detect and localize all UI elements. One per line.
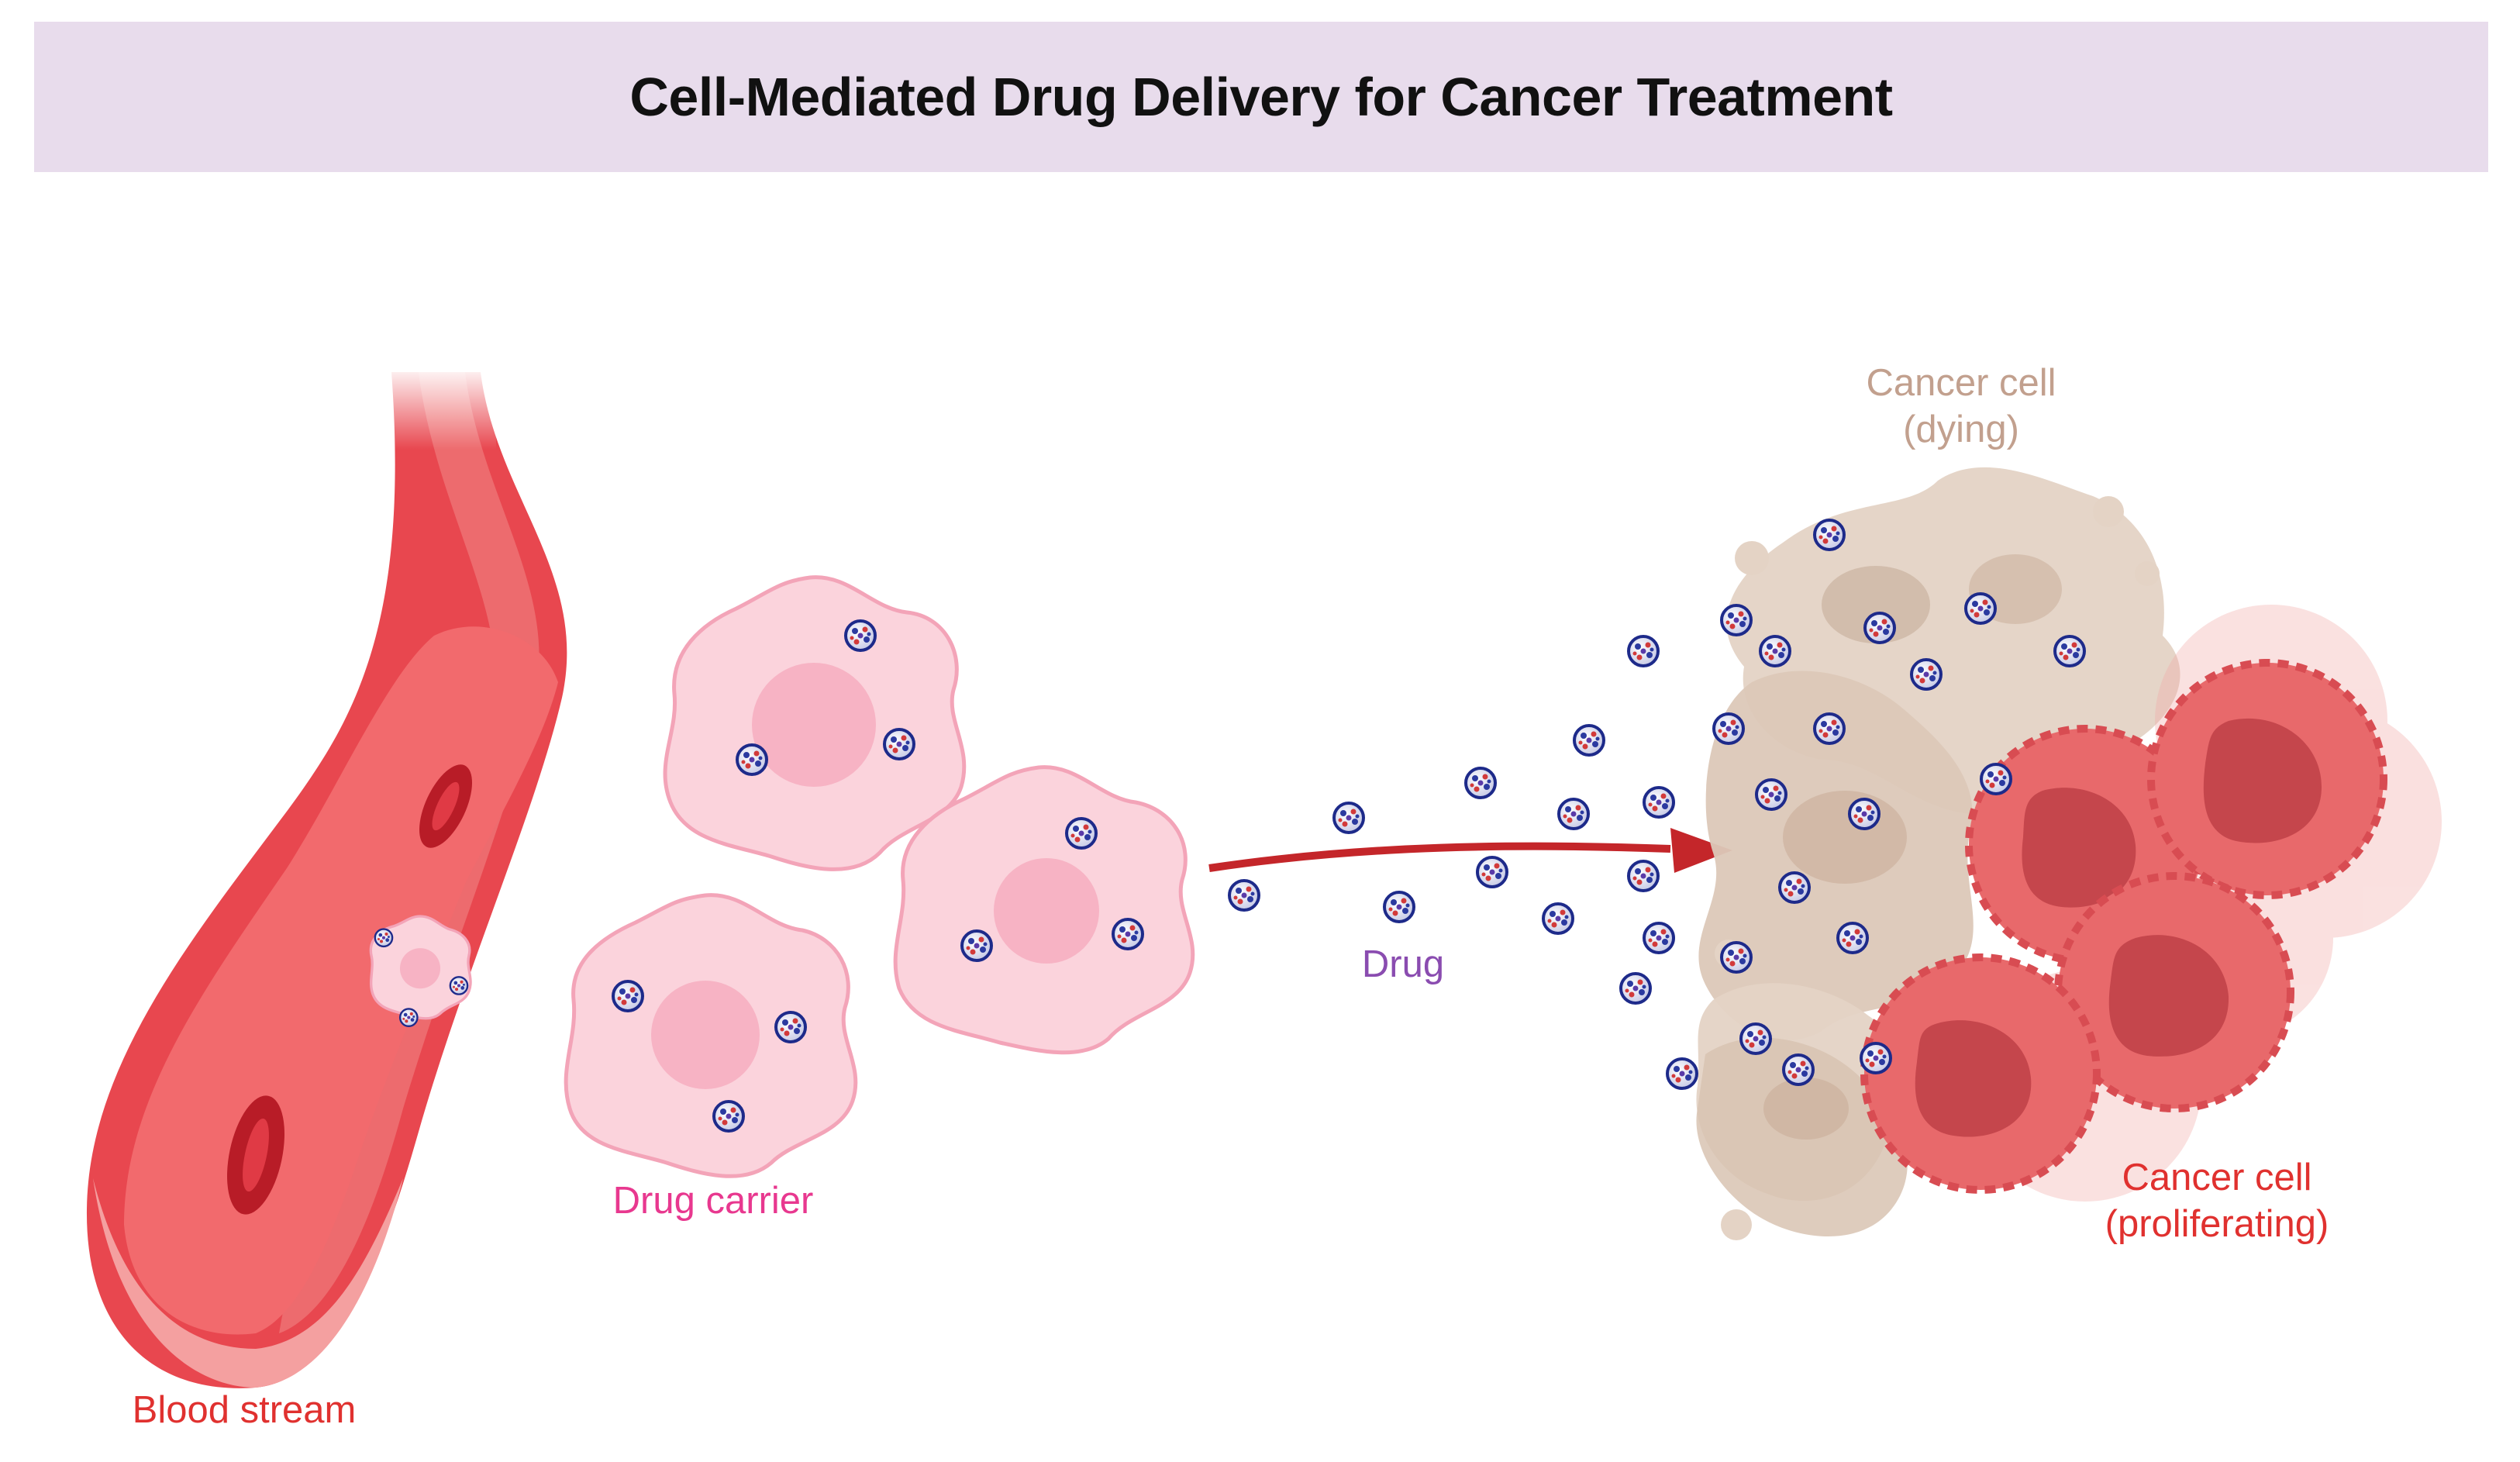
- drug-text: Drug: [1361, 943, 1445, 985]
- prolif-label-line2: (proliferating): [2105, 1202, 2329, 1245]
- proliferating-cancer-cell-2: [2147, 659, 2387, 899]
- prolif-label-line1: Cancer cell: [2122, 1157, 2312, 1198]
- carrier-cell-3: [893, 765, 1195, 1055]
- blood-vessel: [86, 364, 567, 1388]
- title-banner: Cell-Mediated Drug Delivery for Cancer T…: [34, 22, 2488, 172]
- delivery-arrow: [1208, 828, 1732, 873]
- dying-label-line2: (dying): [1903, 408, 2019, 450]
- drug-carrier-label: Drug carrier: [577, 1178, 849, 1225]
- page-title: Cell-Mediated Drug Delivery for Cancer T…: [629, 67, 1893, 127]
- blood-stream-text: Blood stream: [132, 1389, 357, 1431]
- proliferating-cancer-cell-3: [2054, 872, 2294, 1112]
- proliferating-cancer-cell-label: Cancer cell (proliferating): [2062, 1155, 2372, 1248]
- drug-carrier-text: Drug carrier: [612, 1180, 814, 1222]
- carrier-cell-1: [663, 575, 967, 871]
- blood-stream-label: Blood stream: [109, 1388, 380, 1434]
- dying-label-line1: Cancer cell: [1866, 362, 2056, 404]
- proliferating-cancer-cell-4: [1860, 953, 2101, 1194]
- carrier-cell-2: [564, 893, 858, 1178]
- drug-label: Drug: [1325, 942, 1481, 988]
- dying-cancer-cell-label: Cancer cell (dying): [1822, 360, 2101, 453]
- carrier-cell-small: [369, 915, 472, 1027]
